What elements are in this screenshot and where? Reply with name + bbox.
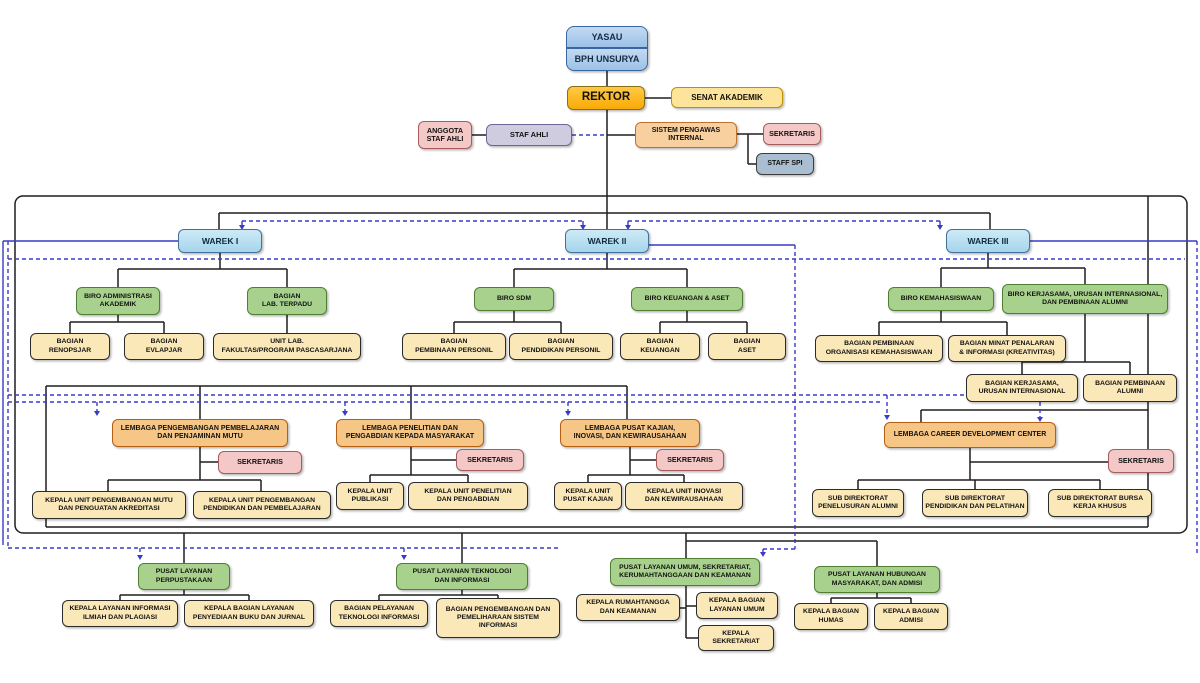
node-kepala-rumahtangga: KEPALA RUMAHTANGGA DAN KEAMANAN	[576, 594, 680, 621]
node-kepala-unit-pendidikan: KEPALA UNIT PENGEMBANGAN PENDIDIKAN DAN …	[193, 491, 331, 519]
node-bagian-evlapjar: BAGIAN EVLAPJAR	[124, 333, 204, 360]
node-sistem-pengawas-internal: SISTEM PENGAWAS INTERNAL	[635, 122, 737, 148]
node-kepala-bagian-penyediaan-buku: KEPALA BAGIAN LAYANAN PENYEDIAAN BUKU DA…	[184, 600, 314, 627]
node-biro-kemahasiswaan: BIRO KEMAHASISWAAN	[888, 287, 994, 311]
node-bagian-minat-penalaran: BAGIAN MINAT PENALARAN & INFORMASI (KREA…	[948, 335, 1066, 362]
node-bagian-pendidikan-personil: BAGIAN PENDIDIKAN PERSONIL	[509, 333, 613, 360]
node-sub-direktorat-pendidikan-pelatihan: SUB DIREKTORAT PENDIDIKAN DAN PELATIHAN	[922, 489, 1028, 517]
node-senat-akademik: SENAT AKADEMIK	[671, 87, 783, 108]
node-kepala-sekretariat: KEPALA SEKRETARIAT	[698, 625, 774, 651]
node-kepala-bagian-admisi: KEPALA BAGIAN ADMISI	[874, 603, 948, 630]
node-lembaga-pusat-kajian: LEMBAGA PUSAT KAJIAN, INOVASI, DAN KEWIR…	[560, 419, 700, 447]
node-warek-2: WAREK II	[565, 229, 649, 253]
node-biro-sdm: BIRO SDM	[474, 287, 554, 311]
node-rektor: REKTOR	[567, 86, 645, 110]
node-kepala-layanan-informasi-ilmiah: KEPALA LAYANAN INFORMASI ILMIAH DAN PLAG…	[62, 600, 178, 627]
node-sekretaris-lembaga-3: SEKRETARIS	[656, 449, 724, 471]
node-bph-unsurya: BPH UNSURYA	[566, 48, 648, 71]
node-lembaga-pengembangan-pembelajaran: LEMBAGA PENGEMBANGAN PEMBELAJARAN DAN PE…	[112, 419, 288, 447]
node-pusat-layanan-humas: PUSAT LAYANAN HUBUNGAN MASYARAKAT, DAN A…	[814, 566, 940, 593]
node-yasau: YASAU	[566, 26, 648, 48]
node-sub-direktorat-bursa-kerja: SUB DIREKTORAT BURSA KERJA KHUSUS	[1048, 489, 1152, 517]
node-sub-direktorat-penelusuran-alumni: SUB DIREKTORAT PENELUSURAN ALUMNI	[812, 489, 904, 517]
node-unit-lab-fakultas: UNIT LAB. FAKULTAS/PROGRAM PASCASARJANA	[213, 333, 361, 360]
node-bagian-keuangan: BAGIAN KEUANGAN	[620, 333, 700, 360]
node-kepala-bagian-humas: KEPALA BAGIAN HUMAS	[794, 603, 868, 630]
node-pusat-layanan-teknologi: PUSAT LAYANAN TEKNOLOGI DAN INFORMASI	[396, 563, 528, 590]
node-pusat-layanan-perpustakaan: PUSAT LAYANAN PERPUSTAKAAN	[138, 563, 230, 590]
node-sekretaris-lembaga-1: SEKRETARIS	[218, 451, 302, 474]
node-sekretaris-lembaga-2: SEKRETARIS	[456, 449, 524, 471]
node-bagian-renopsjar: BAGIAN RENOPSJAR	[30, 333, 110, 360]
node-sekretaris-lembaga-4: SEKRETARIS	[1108, 449, 1174, 473]
node-kepala-unit-mutu: KEPALA UNIT PENGEMBANGAN MUTU DAN PENGUA…	[32, 491, 186, 519]
node-bagian-lab-terpadu: BAGIAN LAB. TERPADU	[247, 287, 327, 315]
node-sekretaris-spi: SEKRETARIS	[763, 123, 821, 145]
node-anggota-staf-ahli: ANGGOTA STAF AHLI	[418, 121, 472, 149]
node-kepala-unit-publikasi: KEPALA UNIT PUBLIKASI	[336, 482, 404, 510]
node-bagian-pembinaan-personil: BAGIAN PEMBINAAN PERSONIL	[402, 333, 506, 360]
node-lembaga-cdc: LEMBAGA CAREER DEVELOPMENT CENTER	[884, 422, 1056, 448]
node-pusat-layanan-umum: PUSAT LAYANAN UMUM, SEKRETARIAT, KERUMAH…	[610, 558, 760, 586]
node-bagian-pengembangan-sistem: BAGIAN PENGEMBANGAN DAN PEMELIHARAAN SIS…	[436, 598, 560, 638]
node-biro-keuangan-aset: BIRO KEUANGAN & ASET	[631, 287, 743, 311]
node-biro-administrasi-akademik: BIRO ADMINISTRASI AKADEMIK	[76, 287, 160, 315]
node-bagian-aset: BAGIAN ASET	[708, 333, 786, 360]
node-kepala-bagian-layanan-umum: KEPALA BAGIAN LAYANAN UMUM	[696, 592, 778, 619]
node-warek-1: WAREK I	[178, 229, 262, 253]
node-staff-spi: STAFF SPI	[756, 153, 814, 175]
node-staf-ahli: STAF AHLI	[486, 124, 572, 146]
node-bagian-pembinaan-organisasi: BAGIAN PEMBINAAN ORGANISASI KEMAHASISWAA…	[815, 335, 943, 362]
node-kepala-unit-pusat-kajian: KEPALA UNIT PUSAT KAJIAN	[554, 482, 622, 510]
node-kepala-unit-penelitian: KEPALA UNIT PENELITIAN DAN PENGABDIAN	[408, 482, 528, 510]
node-kepala-unit-inovasi: KEPALA UNIT INOVASI DAN KEWIRAUSAHAAN	[625, 482, 743, 510]
node-bagian-pembinaan-alumni: BAGIAN PEMBINAAN ALUMNI	[1083, 374, 1177, 402]
node-biro-kerjasama: BIRO KERJASAMA, URUSAN INTERNASIONAL, DA…	[1002, 284, 1168, 314]
node-warek-3: WAREK III	[946, 229, 1030, 253]
node-lembaga-penelitian: LEMBAGA PENELITIAN DAN PENGABDIAN KEPADA…	[336, 419, 484, 447]
node-bagian-pelayanan-ti: BAGIAN PELAYANAN TEKNOLOGI INFORMASI	[330, 600, 428, 627]
node-bagian-kerjasama-internasional: BAGIAN KERJASAMA, URUSAN INTERNASIONAL	[966, 374, 1078, 402]
